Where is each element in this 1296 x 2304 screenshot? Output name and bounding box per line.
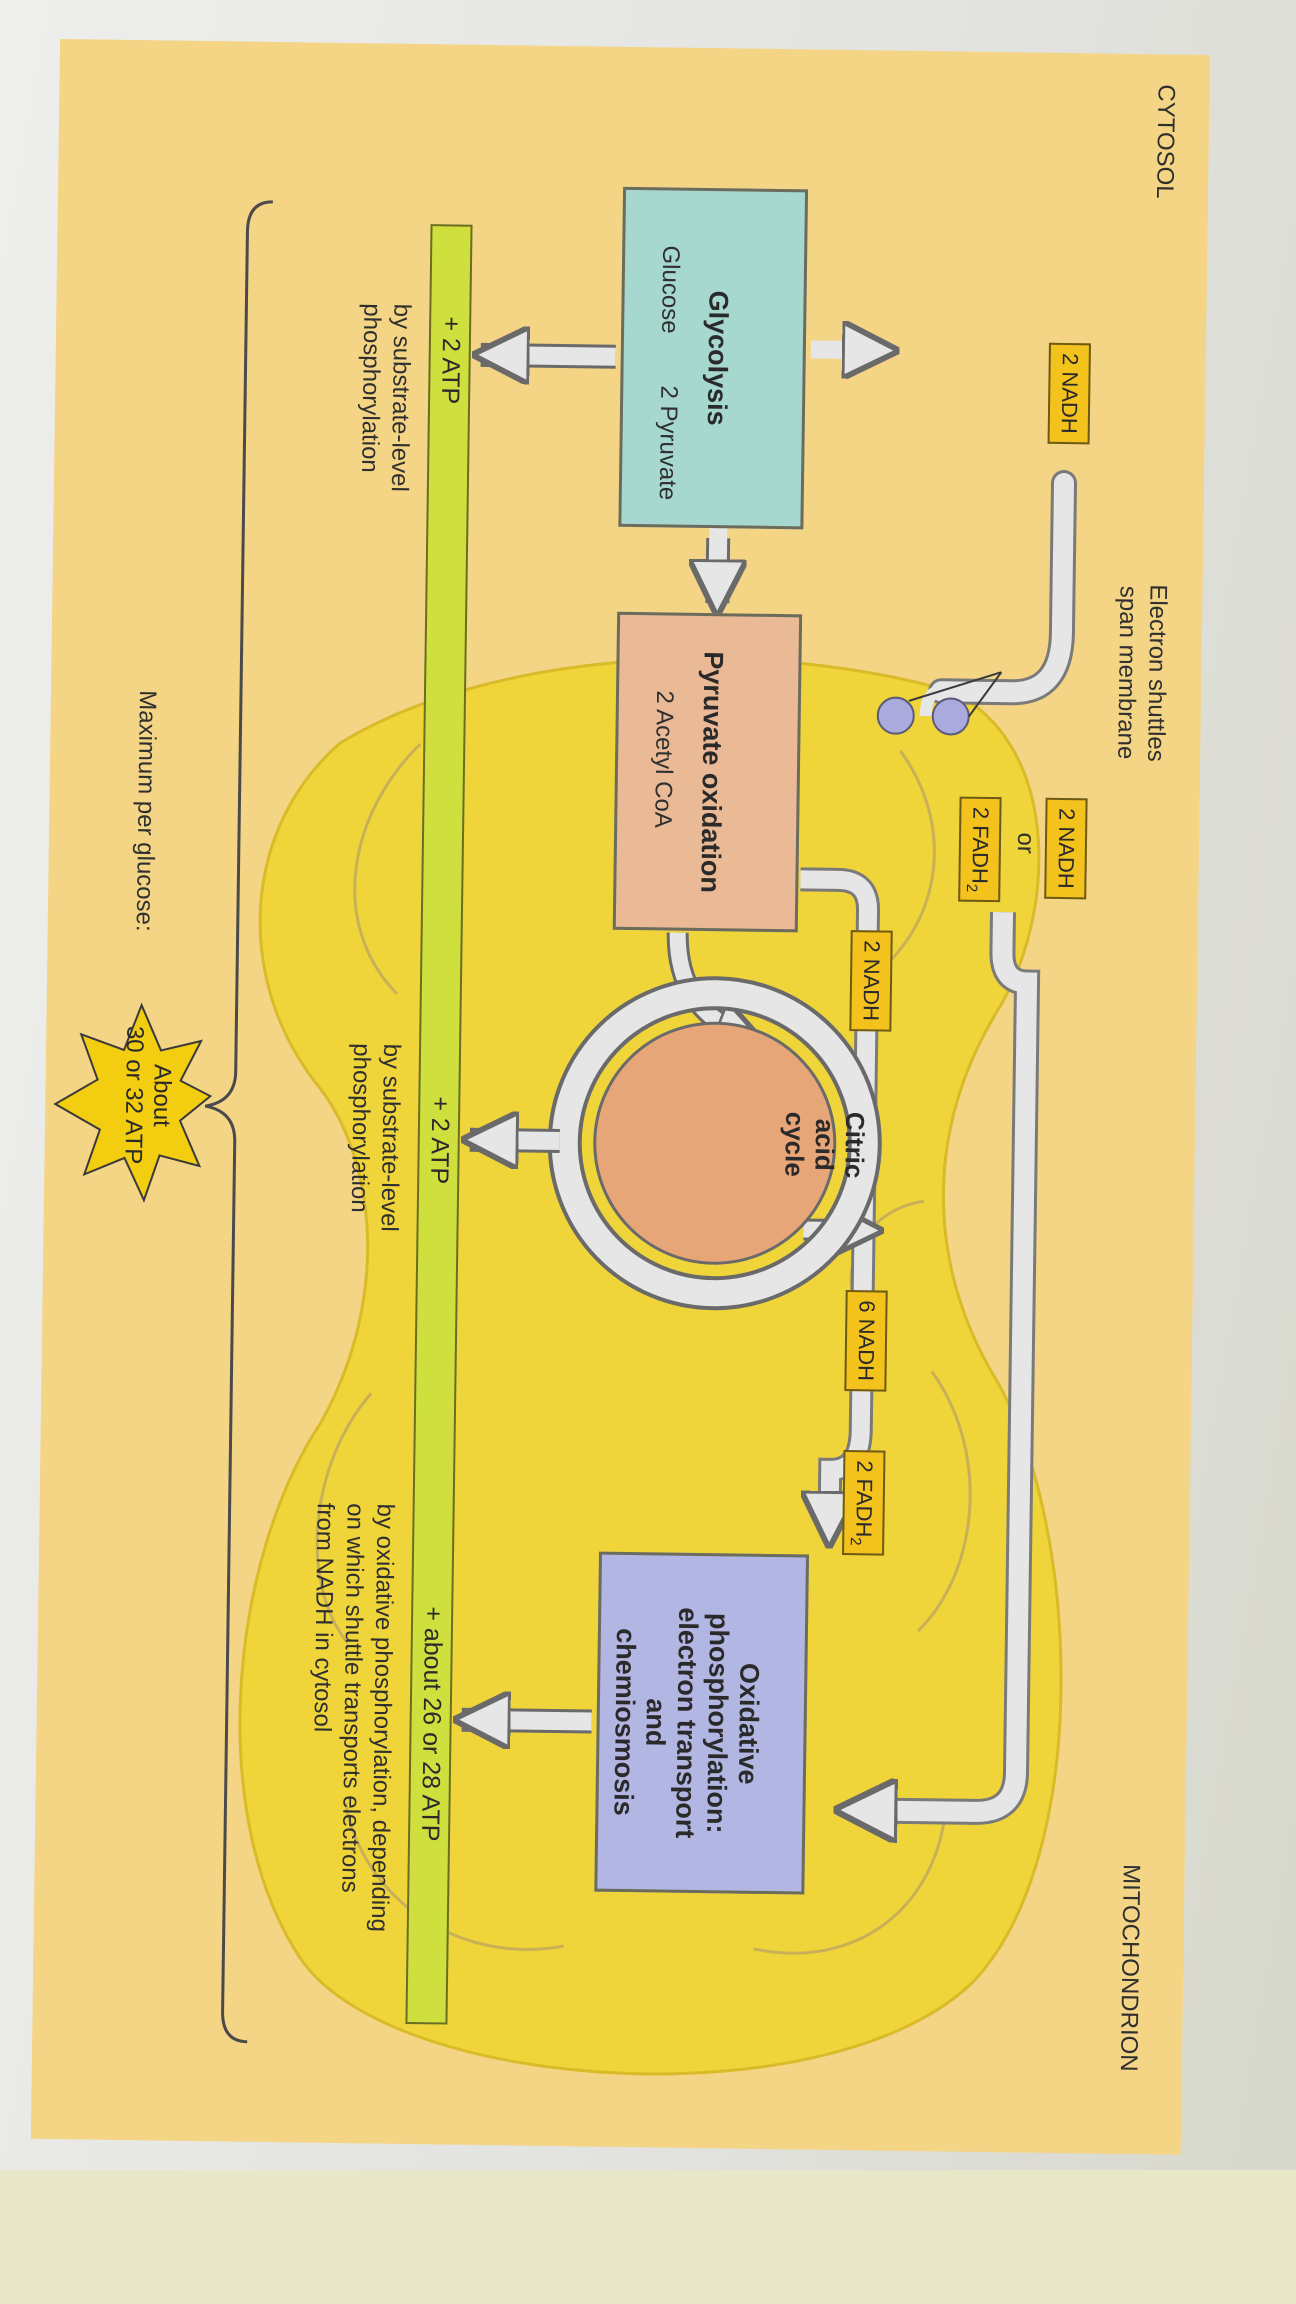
cycle-nadh-badge: 6 NADH <box>844 1290 888 1392</box>
page-edge <box>0 2170 1296 2304</box>
oxidative-phosphorylation-atp-note: by oxidative phosphorylation, depending … <box>308 1502 399 1933</box>
shuttle-fadh2-text: 2 FADH <box>967 806 994 885</box>
glucose-label: Glucose <box>656 245 685 334</box>
citric-cycle-atp: + 2 ATP <box>425 1096 455 1185</box>
cellular-respiration-diagram: CYTOSOL MITOCHONDRION Electron shuttles … <box>30 38 1211 2155</box>
glycolysis-atp: + 2 ATP <box>436 316 466 405</box>
mitochondrion-label: MITOCHONDRION <box>1114 1863 1145 2072</box>
cytosol-label: CYTOSOL <box>1150 84 1180 199</box>
shuttle-circle-1 <box>931 697 970 736</box>
total-bracket <box>204 200 273 2044</box>
pyruvate-oxidation-box: Pyruvate oxidation 2 Acetyl CoA <box>612 611 803 933</box>
glycolysis-box: Glycolysis Glucose 2 Pyruvate <box>618 186 809 530</box>
glycolysis-atp-note: by substrate-level phosphorylation <box>356 303 416 493</box>
maximum-per-glucose-label: Maximum per glucose: <box>130 690 162 932</box>
or-label: or <box>1011 832 1040 855</box>
acetyl-coa-label: 2 Acetyl CoA <box>649 690 679 829</box>
total-atp-text: About 30 or 32 ATP <box>119 1025 176 1165</box>
glycolysis-title: Glycolysis <box>701 290 734 426</box>
pyruvate-oxidation-title: Pyruvate oxidation <box>695 651 729 894</box>
glycolysis-nadh-badge: 2 NADH <box>1047 342 1091 445</box>
shuttle-fadh2-subscript: 2 <box>962 883 981 893</box>
cycle-fadh2-subscript: 2 <box>846 1537 864 1546</box>
citric-cycle-atp-note: by substrate-level phosphorylation <box>345 1043 406 1232</box>
shuttle-fadh2-badge: 2 FADH2 <box>958 796 1002 903</box>
oxidative-phosphorylation-box: Oxidative phosphorylation: electron tran… <box>594 1551 810 1895</box>
citric-acid-cycle-core <box>593 1021 837 1265</box>
citric-acid-cycle-label: Citric acid cycle <box>779 1111 871 1179</box>
pyruvate-nadh-badge: 2 NADH <box>849 930 893 1032</box>
shuttle-circle-2 <box>876 696 915 735</box>
oxidative-phosphorylation-title: Oxidative phosphorylation: electron tran… <box>608 1607 765 1839</box>
cycle-fadh2-text: 2 FADH <box>851 1460 878 1538</box>
shuttle-nadh-badge: 2 NADH <box>1044 797 1088 900</box>
glycolysis-nadh-arrow <box>810 349 871 350</box>
electron-shuttles-label: Electron shuttles span membrane <box>1112 584 1172 762</box>
cycle-fadh2-badge: 2 FADH2 <box>842 1450 886 1556</box>
shuttle-pipe <box>928 470 1078 706</box>
oxidative-phosphorylation-atp: + about 26 or 28 ATP <box>415 1606 448 1842</box>
total-atp-star <box>53 1002 213 1203</box>
two-pyruvate-label: 2 Pyruvate <box>653 385 683 501</box>
